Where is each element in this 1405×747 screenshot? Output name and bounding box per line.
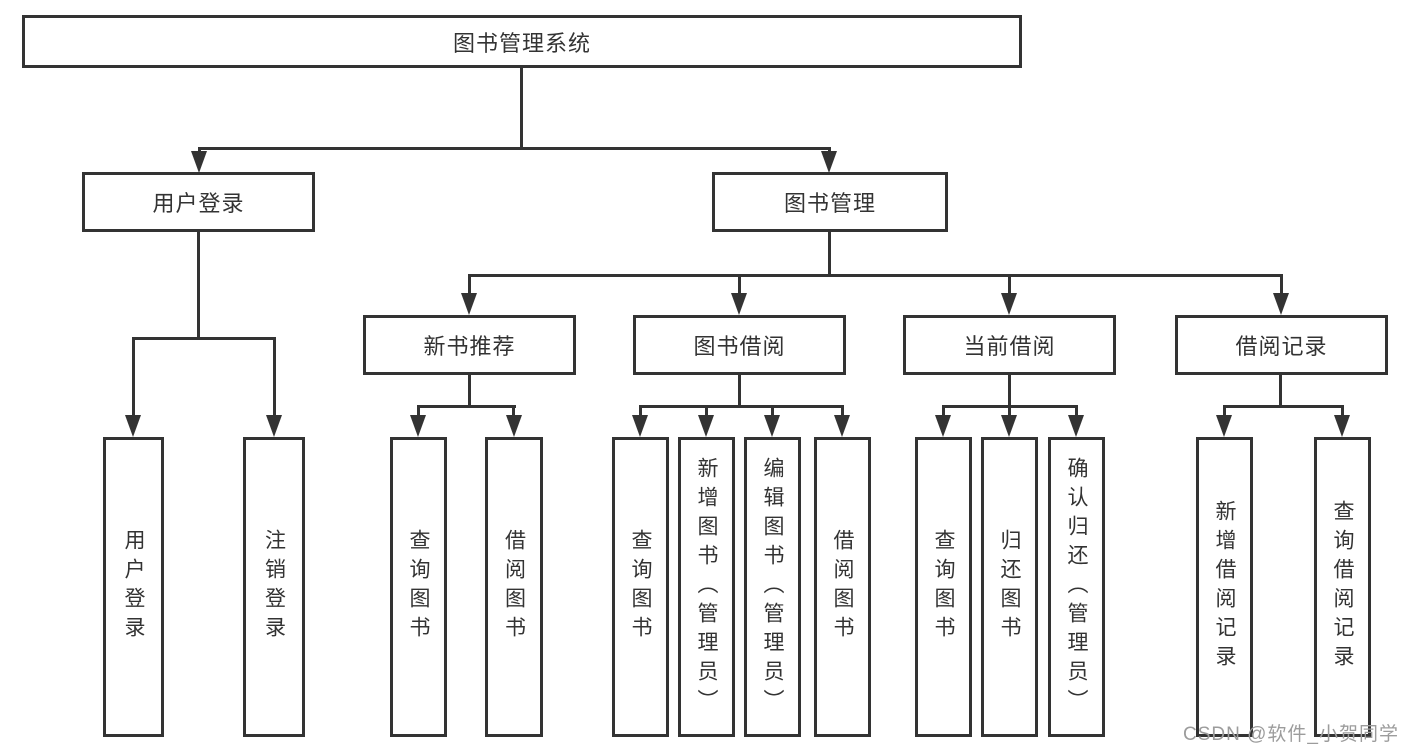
arrowhead-down-icon [410,415,426,437]
connector-vline [1075,405,1078,418]
connector-vline [132,337,135,416]
arrowhead-down-icon [698,415,714,437]
connector-vline [771,405,774,418]
node-borrow-records: 借阅记录 [1175,315,1388,375]
arrowhead-down-icon [834,415,850,437]
arrowhead-down-icon [506,415,522,437]
arrowhead-down-icon [191,151,207,173]
leaf-return-book: 归还图书 [981,437,1038,737]
arrowhead-down-icon [125,415,141,437]
leaf-user-login: 用户登录 [103,437,164,737]
connector-vline [639,405,642,418]
leaf-query-books-current: 查询图书 [915,437,972,737]
connector-vline [738,274,741,296]
leaf-label: 新增图书（管理员） [695,456,718,718]
leaf-add-borrow-record: 新增借阅记录 [1196,437,1253,737]
connector-vline [828,232,831,277]
connector-hline [198,147,831,150]
connector-hline [1223,405,1344,408]
leaf-label: 归还图书 [998,529,1021,645]
connector-hline [468,274,1282,277]
arrowhead-down-icon [1001,415,1017,437]
connector-vline [197,232,200,340]
arrowhead-down-icon [1068,415,1084,437]
leaf-label: 查询图书 [932,529,955,645]
connector-vline [738,375,741,408]
arrowhead-down-icon [1216,415,1232,437]
node-current-borrow: 当前借阅 [903,315,1116,375]
connector-vline [1008,405,1011,418]
leaf-query-books-recommend: 查询图书 [390,437,447,737]
connector-hline [417,405,516,408]
connector-vline [273,337,276,416]
leaf-label: 借阅图书 [502,529,526,645]
connector-vline [512,405,515,418]
connector-hline [639,405,844,408]
csdn-watermark: CSDN @软件_小贺同学 [1183,724,1399,745]
arrowhead-down-icon [461,293,477,315]
node-new-book-recommend: 新书推荐 [363,315,576,375]
node-book-management: 图书管理 [712,172,948,232]
leaf-borrow-books-recommend: 借阅图书 [485,437,543,737]
leaf-confirm-return-admin: 确认归还（管理员） [1048,437,1105,737]
leaf-label: 查询图书 [407,529,430,645]
leaf-logout: 注销登录 [243,437,305,737]
leaf-label: 查询图书 [629,529,652,645]
arrowhead-down-icon [821,151,837,173]
connector-vline [468,375,471,408]
leaf-label: 注销登录 [262,529,286,645]
connector-vline [417,405,420,418]
arrowhead-down-icon [1273,293,1289,315]
connector-vline [1008,274,1011,296]
leaf-add-book-admin: 新增图书（管理员） [678,437,735,737]
connector-vline [1008,375,1011,408]
connector-vline [841,405,844,418]
arrowhead-down-icon [266,415,282,437]
leaf-label: 用户登录 [122,529,145,645]
leaf-borrow-books: 借阅图书 [814,437,871,737]
leaf-query-books-borrow: 查询图书 [612,437,669,737]
leaf-label: 确认归还（管理员） [1065,456,1088,718]
connector-vline [1279,375,1282,408]
connector-vline [1280,274,1283,296]
connector-vline [520,67,523,149]
connector-vline [1341,405,1344,418]
leaf-label: 编辑图书（管理员） [761,456,784,718]
arrowhead-down-icon [764,415,780,437]
connector-vline [468,274,471,296]
leaf-label: 查询借阅记录 [1331,500,1354,674]
connector-hline [132,337,276,340]
arrowhead-down-icon [632,415,648,437]
connector-vline [705,405,708,418]
arrowhead-down-icon [1334,415,1350,437]
connector-vline [1223,405,1226,418]
connector-vline [942,405,945,418]
node-user-login: 用户登录 [82,172,315,232]
arrowhead-down-icon [1001,293,1017,315]
leaf-label: 借阅图书 [831,529,854,645]
node-library-system: 图书管理系统 [22,15,1022,68]
leaf-query-borrow-record: 查询借阅记录 [1314,437,1371,737]
arrowhead-down-icon [935,415,951,437]
leaf-label: 新增借阅记录 [1213,500,1236,674]
arrowhead-down-icon [731,293,747,315]
leaf-edit-book-admin: 编辑图书（管理员） [744,437,801,737]
node-book-borrow: 图书借阅 [633,315,846,375]
